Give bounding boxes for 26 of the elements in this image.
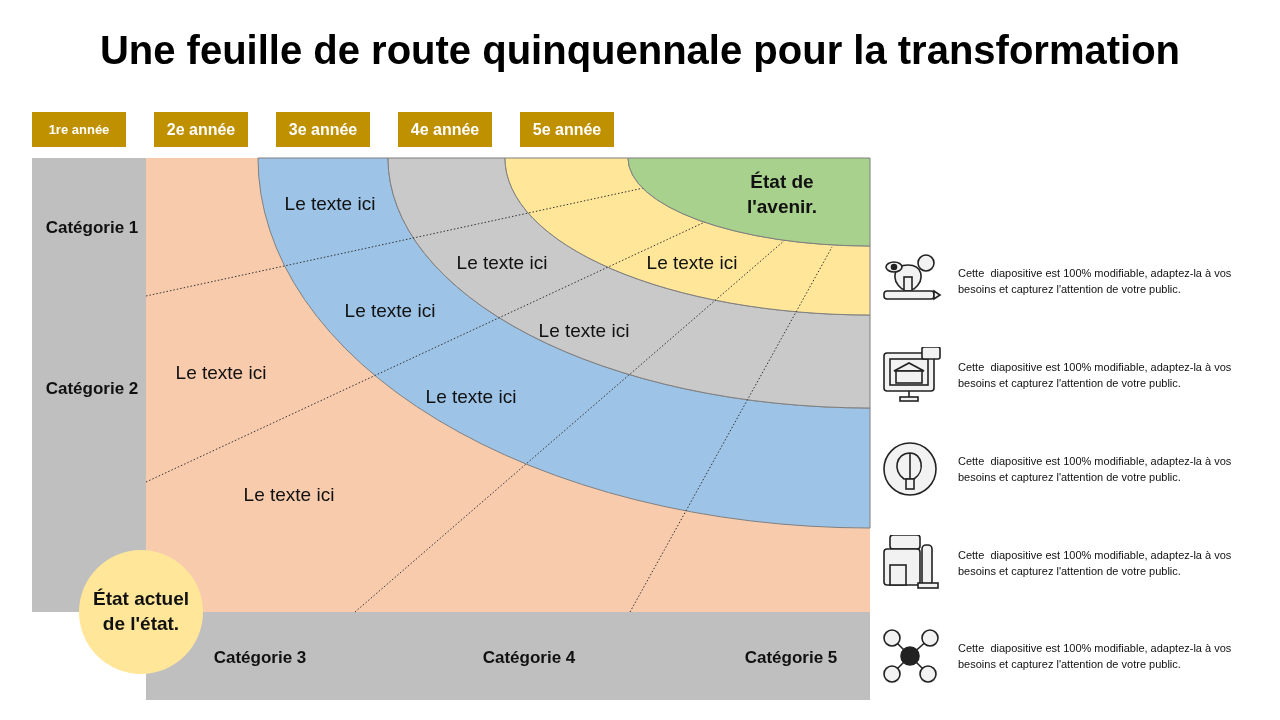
text-label: Le texte ici bbox=[175, 362, 267, 384]
category-label: Catégorie 3 bbox=[213, 648, 307, 668]
year-tag: 5e année bbox=[520, 112, 614, 147]
text-label: Le texte ici bbox=[538, 320, 630, 342]
text-label: Le texte ici bbox=[243, 484, 335, 506]
state-label: État actuel de l'état. bbox=[91, 587, 191, 636]
description-text: Cette diapositive est 100% modifiable, adaptez-la à vos besoins et capturez l'attention de votre public. bbox=[958, 454, 1233, 485]
text-label: Le texte ici bbox=[425, 386, 517, 408]
description-text: Cette diapositive est 100% modifiable, adaptez-la à vos besoins et capturez l'attention de votre public. bbox=[958, 360, 1233, 391]
category-label: Catégorie 2 bbox=[45, 379, 139, 399]
description-text: Cette diapositive est 100% modifiable, adaptez-la à vos besoins et capturez l'attention de votre public. bbox=[958, 641, 1233, 672]
category-label: Catégorie 5 bbox=[744, 648, 838, 668]
category-label: Catégorie 1 bbox=[45, 218, 139, 238]
year-tag: 3e année bbox=[276, 112, 370, 147]
description-text: Cette diapositive est 100% modifiable, adaptez-la à vos besoins et capturez l'attention de votre public. bbox=[958, 266, 1233, 297]
state-label: État de l'avenir. bbox=[746, 170, 818, 219]
text-label: Le texte ici bbox=[456, 252, 548, 274]
slide-title: Une feuille de route quinquennale pour la transformation bbox=[98, 28, 1182, 73]
description-text: Cette diapositive est 100% modifiable, adaptez-la à vos besoins et capturez l'attention de votre public. bbox=[958, 548, 1233, 579]
year-tag: 2e année bbox=[154, 112, 248, 147]
text-label: Le texte ici bbox=[284, 193, 376, 215]
text-label: Le texte ici bbox=[344, 300, 436, 322]
year-tag: 1re année bbox=[32, 112, 126, 147]
category-label: Catégorie 4 bbox=[482, 648, 576, 668]
text-label: Le texte ici bbox=[646, 252, 738, 274]
year-tag: 4e année bbox=[398, 112, 492, 147]
